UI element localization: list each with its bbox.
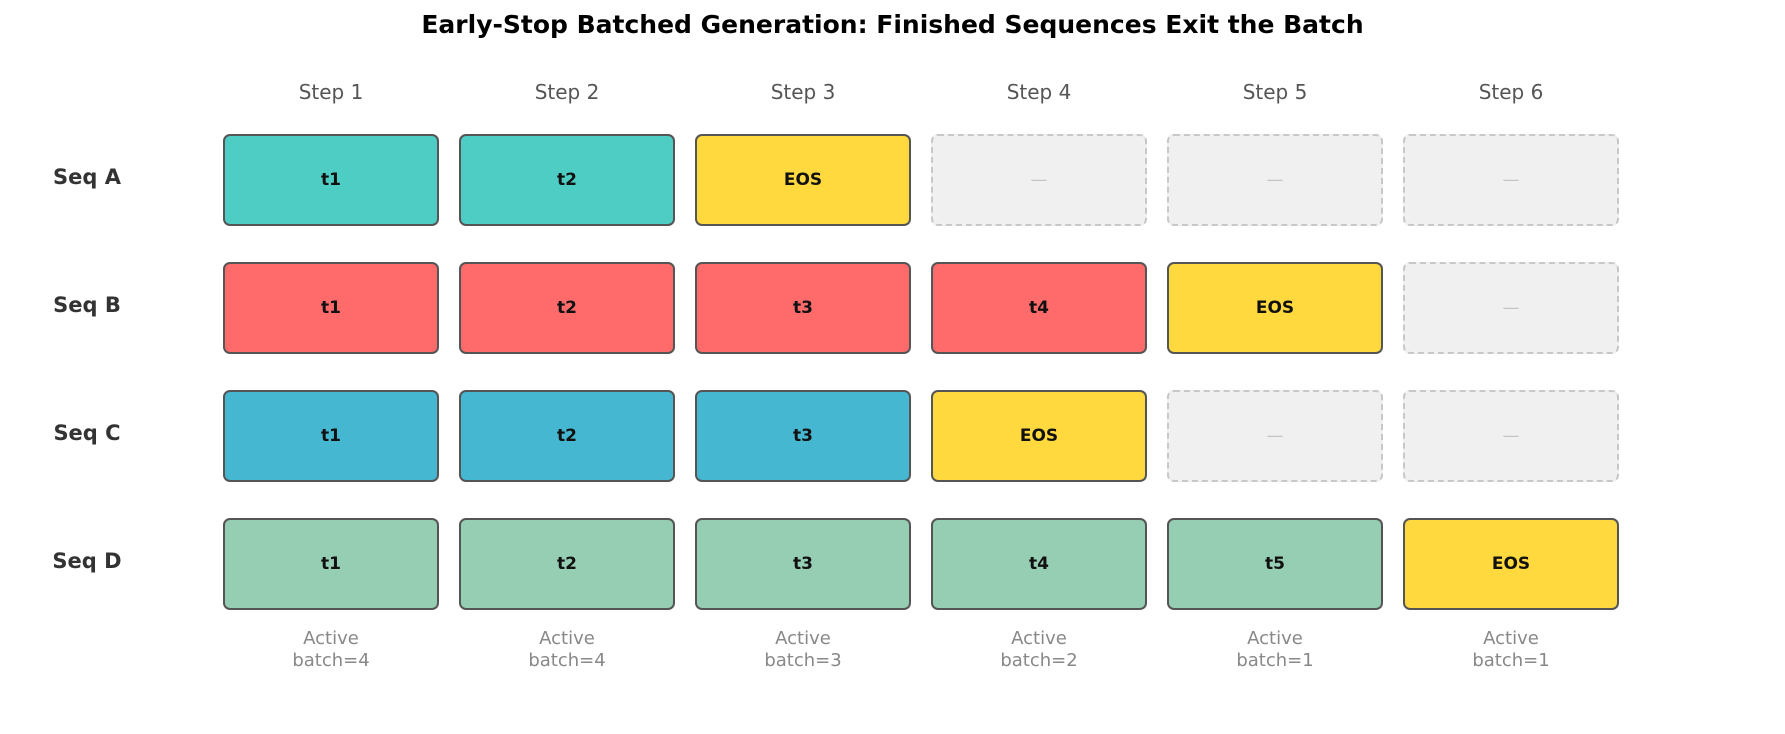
step-header: Step 2 (534, 80, 600, 104)
empty-slot-cell: — (1167, 134, 1383, 226)
empty-slot-cell: — (1403, 262, 1619, 354)
eos-token-cell: EOS (1167, 262, 1383, 354)
eos-token-cell: EOS (931, 390, 1147, 482)
step-header: Step 4 (1006, 80, 1072, 104)
sequence-label: Seq D (52, 549, 122, 573)
empty-slot-cell: — (931, 134, 1147, 226)
token-cell: t2 (459, 390, 675, 482)
token-cell: t2 (459, 134, 675, 226)
token-cell: t1 (223, 134, 439, 226)
token-cell: t3 (695, 262, 911, 354)
active-batch-line2: batch=3 (764, 650, 842, 671)
token-cell: t2 (459, 262, 675, 354)
active-batch-line1: Active (1483, 628, 1539, 649)
active-batch-line2: batch=4 (292, 650, 370, 671)
active-batch-line1: Active (303, 628, 359, 649)
active-batch-line1: Active (539, 628, 595, 649)
active-batch-line1: Active (1247, 628, 1303, 649)
eos-token-cell: EOS (1403, 518, 1619, 610)
token-cell: t2 (459, 518, 675, 610)
step-header: Step 1 (298, 80, 364, 104)
step-header: Step 3 (770, 80, 836, 104)
step-header: Step 5 (1242, 80, 1308, 104)
active-batch-line2: batch=4 (528, 650, 606, 671)
active-batch-line2: batch=1 (1236, 650, 1314, 671)
token-cell: t1 (223, 518, 439, 610)
empty-slot-cell: — (1403, 390, 1619, 482)
step-header: Step 6 (1478, 80, 1544, 104)
empty-slot-cell: — (1167, 390, 1383, 482)
diagram-title: Early-Stop Batched Generation: Finished … (421, 10, 1364, 39)
eos-token-cell: EOS (695, 134, 911, 226)
token-cell: t3 (695, 390, 911, 482)
active-batch-line2: batch=2 (1000, 650, 1078, 671)
token-cell: t4 (931, 518, 1147, 610)
active-batch-line1: Active (775, 628, 831, 649)
token-cell: t1 (223, 390, 439, 482)
active-batch-line2: batch=1 (1472, 650, 1550, 671)
token-cell: t4 (931, 262, 1147, 354)
sequence-label: Seq C (53, 421, 121, 445)
empty-slot-cell: — (1403, 134, 1619, 226)
token-cell: t5 (1167, 518, 1383, 610)
token-cell: t3 (695, 518, 911, 610)
sequence-label: Seq A (53, 165, 121, 189)
active-batch-line1: Active (1011, 628, 1067, 649)
token-cell: t1 (223, 262, 439, 354)
sequence-label: Seq B (53, 293, 121, 317)
